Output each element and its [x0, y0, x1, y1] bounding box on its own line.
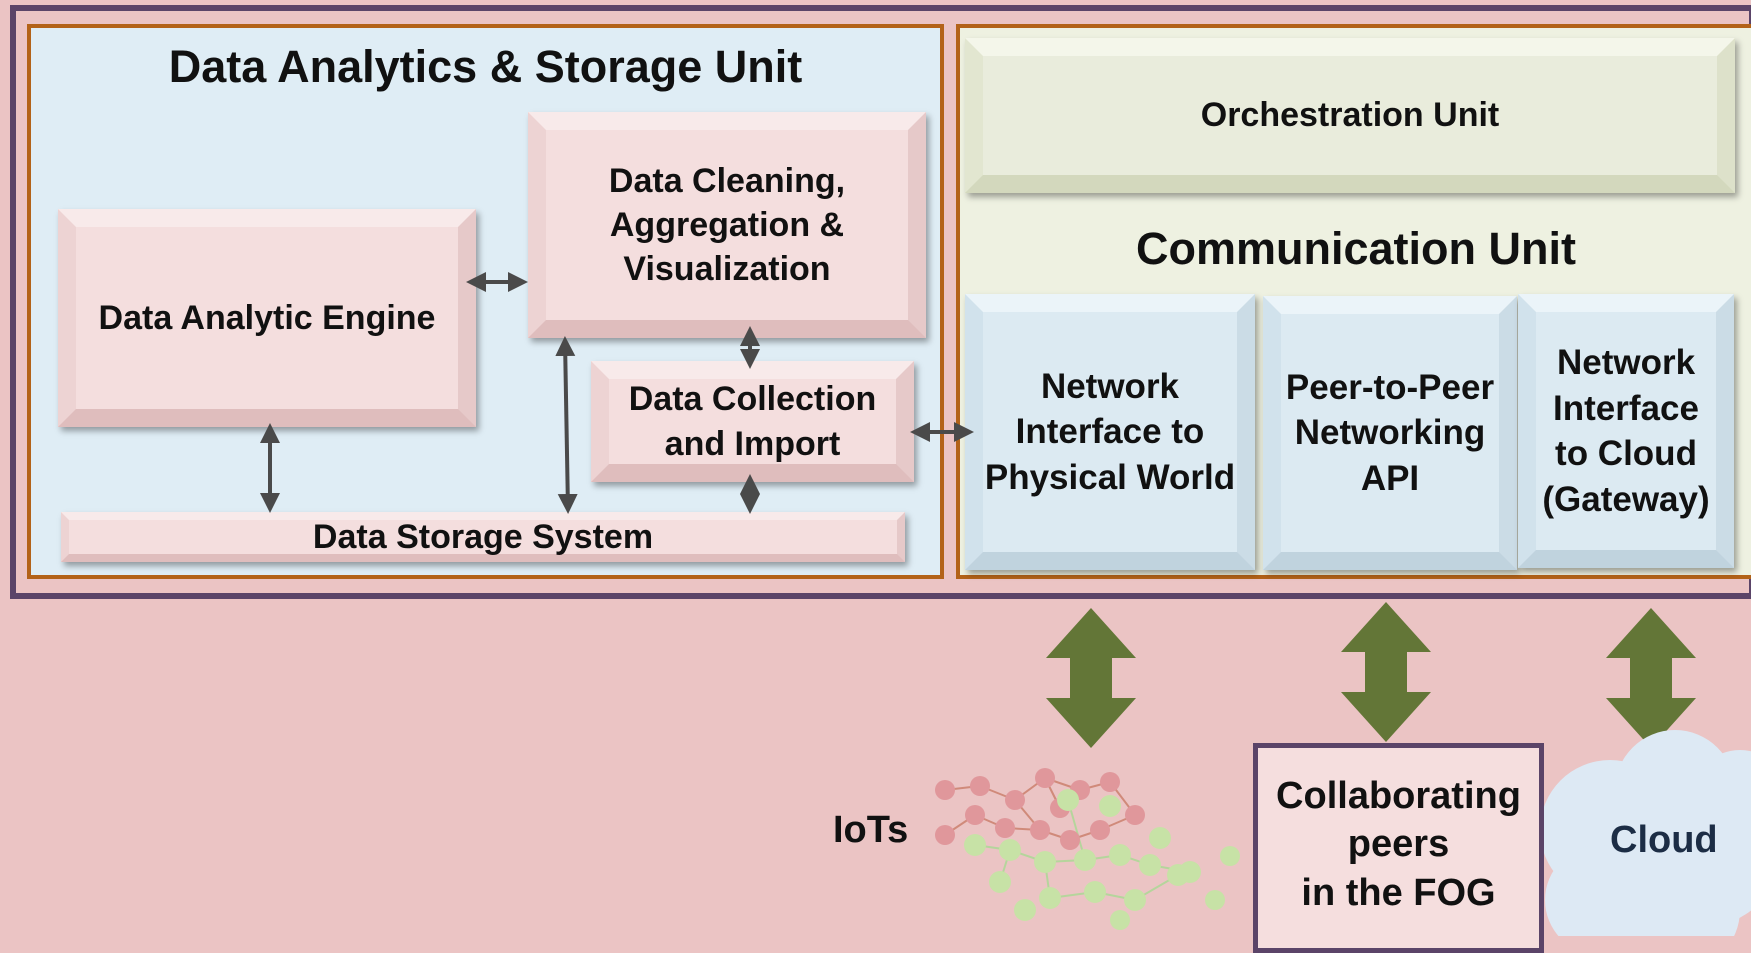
iots-label: IoTs: [833, 809, 909, 851]
data-analytic-engine-box: Data Analytic Engine: [58, 209, 476, 427]
data-analytic-engine-label: Data Analytic Engine: [98, 298, 436, 337]
data-storage-box: Data Storage System: [61, 512, 905, 562]
data-collection-box: Data Collection and Import: [591, 361, 914, 482]
p2p-api-box: Peer-to-Peer Networking API: [1263, 296, 1517, 570]
data-collection-label: Data Collection and Import: [628, 380, 877, 463]
cleaning-storage-connector: [555, 336, 578, 514]
communication-unit-title: Communication Unit: [1136, 223, 1576, 274]
p2p-api-label: Peer-to-Peer Networking API: [1285, 367, 1495, 498]
cloud-icon: [1540, 730, 1751, 936]
data-cleaning-box: Data Cleaning, Aggregation & Visualizati…: [528, 112, 926, 338]
cloud-label: Cloud: [1610, 819, 1718, 861]
network-interface-physical-box: Network Interface to Physical World: [965, 294, 1255, 570]
iot-network-icon: [935, 768, 1240, 930]
network-interface-physical-label: Network Interface to Physical World: [984, 366, 1236, 497]
physical-world-double-arrow: [1046, 608, 1136, 748]
data-analytics-title: Data Analytics & Storage Unit: [168, 41, 803, 92]
peers-double-arrow: [1341, 602, 1431, 742]
cloud-double-arrow: [1606, 608, 1696, 748]
orchestration-unit-label: Orchestration Unit: [1200, 96, 1500, 135]
data-cleaning-label: Data Cleaning, Aggregation & Visualizati…: [608, 161, 846, 289]
data-storage-label: Data Storage System: [312, 517, 654, 556]
collaborating-peers-label: Collaborating peers in the FOG: [1276, 775, 1521, 914]
network-interface-cloud-label: Network Interface to Cloud (Gateway): [1542, 343, 1710, 519]
collaborating-peers-box: Collaborating peers in the FOG: [1253, 743, 1544, 953]
orchestration-unit-box: Orchestration Unit: [965, 38, 1735, 193]
network-interface-cloud-box: Network Interface to Cloud (Gateway): [1518, 294, 1734, 568]
